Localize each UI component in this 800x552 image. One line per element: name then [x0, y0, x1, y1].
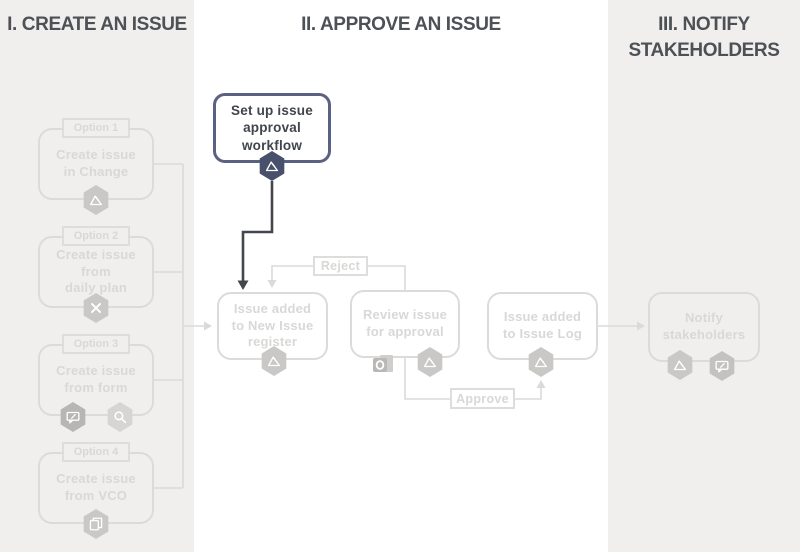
- outlook-icon: [370, 352, 396, 381]
- step-label: Issue added to Issue Log: [503, 309, 582, 341]
- step-label: Create issue from daily plan: [56, 246, 136, 296]
- copy-icon: [83, 509, 109, 539]
- option-1-tab: Option 1: [62, 118, 130, 138]
- step-notify-stakeholders[interactable]: Notify stakeholders: [648, 292, 760, 362]
- section-title-create: I. CREATE AN ISSUE: [7, 14, 187, 35]
- delta-icon: [667, 350, 693, 380]
- step-label: Review issue for approval: [362, 307, 448, 339]
- option-2-tab: Option 2: [62, 226, 130, 246]
- search-icon: [107, 402, 133, 432]
- form-icon: [709, 351, 735, 381]
- option-4-tab: Option 4: [62, 442, 130, 462]
- reject-connector-label: Reject: [313, 256, 368, 276]
- section-approve-background: [194, 0, 608, 552]
- step-create-issue-from-form[interactable]: Create issue from form: [38, 344, 154, 416]
- section-notify-background: [608, 0, 800, 552]
- step-label: Create issue from form: [56, 363, 136, 395]
- step-issue-added-to-issue-log[interactable]: Issue added to Issue Log: [487, 292, 598, 360]
- approve-connector-label: Approve: [450, 388, 515, 409]
- form-icon: [60, 402, 86, 432]
- option-3-tab: Option 3: [62, 334, 130, 354]
- section-title-notify: III. NOTIFY STAKEHOLDERS: [628, 14, 780, 61]
- section-title-approve: II. APPROVE AN ISSUE: [301, 14, 501, 35]
- step-label: Create issue from VCO: [56, 471, 136, 503]
- step-label: Create issue in Change: [56, 147, 136, 179]
- step-review-issue-for-approval[interactable]: Review issue for approval: [350, 290, 460, 358]
- delta-icon: [83, 185, 109, 215]
- step-label: Issue added to New Issue register: [231, 300, 314, 350]
- step-label: Set up issue approval workflow: [231, 102, 313, 153]
- crossed-tools-icon: [83, 293, 109, 323]
- delta-icon: [528, 347, 554, 377]
- step-label: Notify stakeholders: [662, 310, 746, 342]
